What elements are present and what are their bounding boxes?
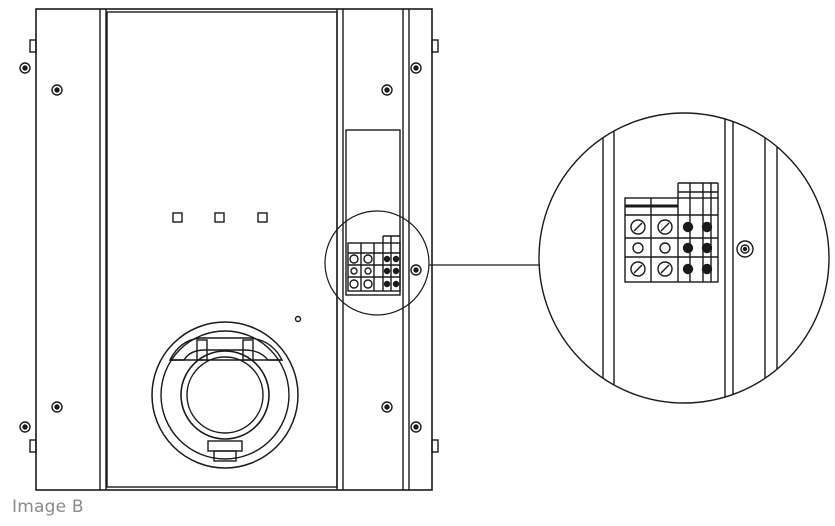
terminal-block-magnified [624, 182, 719, 283]
sensor-hole-icon [294, 315, 302, 323]
screw-icon [410, 264, 422, 276]
charger-enclosure [29, 8, 439, 491]
screw-icon [410, 421, 422, 433]
screw-icon [381, 401, 393, 413]
screw-icon [19, 421, 31, 433]
figure-caption: Image B [12, 497, 84, 517]
screw-icon [736, 240, 754, 258]
screw-icon [410, 62, 422, 74]
magnified-detail [538, 112, 830, 404]
charging-socket [151, 321, 299, 469]
indicator-light-icon [214, 212, 225, 223]
mounting-screws [19, 62, 422, 433]
screw-icon [51, 401, 63, 413]
screw-icon [381, 84, 393, 96]
status-indicators [172, 212, 268, 223]
terminal-window [345, 129, 401, 296]
screw-icon [19, 62, 31, 74]
indicator-light-icon [257, 212, 268, 223]
detail-callout-circle [324, 210, 430, 316]
screw-icon [51, 84, 63, 96]
terminal-block-small [347, 235, 401, 292]
indicator-light-icon [172, 212, 183, 223]
